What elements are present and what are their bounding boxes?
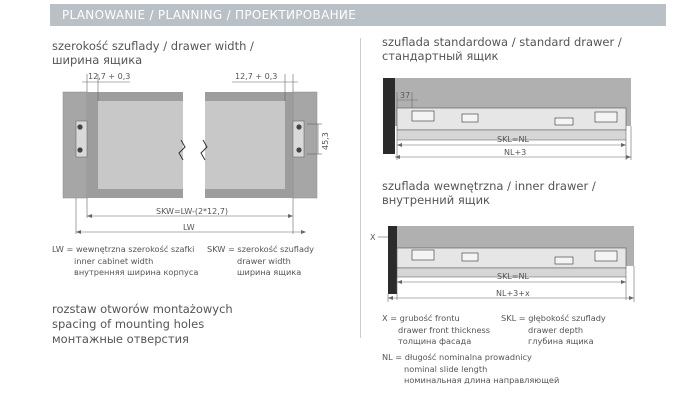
holes-line1: rozstaw otworów montażowych	[52, 302, 233, 316]
right-drawer-inner	[205, 101, 285, 189]
dim-left-label: 12,7 + 0,3	[88, 72, 130, 81]
header-bar: PLANOWANIE / PLANNING / ПРОЕКТИРОВАНИЕ	[50, 4, 666, 26]
legend-skl-line2: drawer depth	[528, 324, 584, 335]
column-divider	[360, 38, 361, 338]
standard-nl-arrow-r	[626, 155, 631, 159]
right-slide-roller-bottom	[296, 147, 302, 153]
legend-lw-line1: LW = wewnętrzna szerokość szafki	[52, 244, 195, 254]
standard-drawer-title-line2: стандартный ящик	[382, 49, 499, 63]
legend-skl-line3: глубина ящика	[528, 336, 594, 346]
standard-drawer-title-line1: szuflada standardowa / standard drawer /	[382, 35, 622, 49]
dim-right-label: 12,7 + 0,3	[235, 72, 277, 81]
legend-skw-line1: SKW = szerokość szuflady	[207, 244, 315, 254]
legend-x-line3: толщина фасада	[398, 336, 472, 346]
legend-nl-line2: nominal slide length	[404, 363, 488, 374]
inner-nl-label: NL+3+x	[496, 289, 530, 298]
inner-clip-3	[554, 256, 574, 265]
inner-drawer-title-line2: внутренний ящик	[382, 193, 490, 207]
drawer-width-title-line2: ширина ящика	[52, 53, 143, 67]
standard-clip-1	[411, 110, 435, 122]
inner-skl-arrow-l	[397, 280, 402, 284]
dim-lw-arrow-left	[76, 230, 81, 234]
inner-skl-arrow-r	[621, 280, 626, 284]
standard-skl-arrow-r	[621, 143, 626, 147]
legend-skw-line2: drawer width	[237, 255, 291, 266]
right-slide-roller-top	[296, 124, 302, 130]
holes-block: rozstaw otworów montażowych spacing of m…	[52, 302, 233, 347]
standard-front	[383, 78, 395, 154]
legend-lw-line2: inner cabinet width	[74, 255, 154, 266]
legend-nl-line3: номинальная длина направляющей	[404, 375, 560, 385]
standard-skl-label: SKL=NL	[497, 135, 529, 144]
legend-lw-line3: внутренняя ширина корпуса	[74, 267, 199, 277]
standard-rail-lower	[396, 129, 627, 141]
left-slide	[75, 120, 88, 158]
break-line-left	[178, 139, 186, 161]
holes-line2: spacing of mounting holes	[52, 317, 205, 331]
drawer-width-title-line1: szerokość szuflady / drawer width /	[52, 39, 254, 53]
legend-nl: NL = długość nominalna prowadnicy nomina…	[382, 352, 559, 387]
standard-clip-2	[461, 113, 479, 123]
legend-skw: SKW = szerokość szuflady drawer width ши…	[207, 244, 314, 279]
legend-skl-line1: SKL = głębokość szuflady	[501, 313, 606, 323]
inner-drawer-title-line1: szuflada wewnętrzna / inner drawer /	[382, 179, 596, 193]
inner-skl-label: SKL=NL	[497, 272, 529, 281]
break-line-right	[200, 139, 208, 161]
dim-vertical-label: 45,3	[321, 132, 330, 150]
standard-skl-arrow-l	[397, 143, 402, 147]
header-title: PLANOWANIE / PLANNING / ПРОЕКТИРОВАНИЕ	[62, 8, 357, 22]
legend-x-line1: X = grubość frontu	[382, 313, 460, 323]
legend-lw: LW = wewnętrzna szerokość szafki inner c…	[52, 244, 198, 279]
dim-skw-label: SKW=LW-(2*12,7)	[156, 207, 228, 216]
standard-clip-4	[594, 111, 618, 123]
inner-nl-arrow-l	[388, 296, 393, 300]
dim-skw-arrow-right	[288, 214, 293, 218]
standard-nl-arrow-l	[395, 155, 400, 159]
inner-clip-4	[594, 250, 618, 262]
inner-nl-arrow-r	[629, 296, 634, 300]
inner-rail-lower	[396, 267, 627, 278]
legend-x-line2: drawer front thickness	[398, 324, 491, 335]
standard-37-label: 37	[400, 91, 410, 100]
dim-lw-label: LW	[183, 223, 195, 232]
standard-clip-3	[554, 117, 574, 126]
legend-nl-line1: NL = długość nominalna prowadnicy	[382, 352, 532, 362]
standard-nl-label: NL+3	[504, 148, 526, 157]
left-drawer-inner	[98, 101, 183, 189]
legend-x: X = grubość frontu drawer front thicknes…	[382, 313, 490, 348]
legend-skl: SKL = głębokość szuflady drawer depth гл…	[501, 313, 606, 348]
holes-line3: монтажные отверстия	[52, 332, 189, 346]
inner-front	[388, 226, 397, 294]
inner-clip-1	[411, 249, 435, 261]
inner-clip-2	[461, 252, 479, 262]
legend-skw-line3: ширина ящика	[237, 267, 302, 277]
dim-skw-arrow-left	[87, 214, 92, 218]
left-slide-roller-top	[77, 124, 83, 130]
right-slide	[292, 120, 305, 158]
left-slide-roller-bottom	[77, 147, 83, 153]
inner-x-label: X	[370, 233, 376, 242]
dim-lw-arrow-right	[301, 230, 306, 234]
